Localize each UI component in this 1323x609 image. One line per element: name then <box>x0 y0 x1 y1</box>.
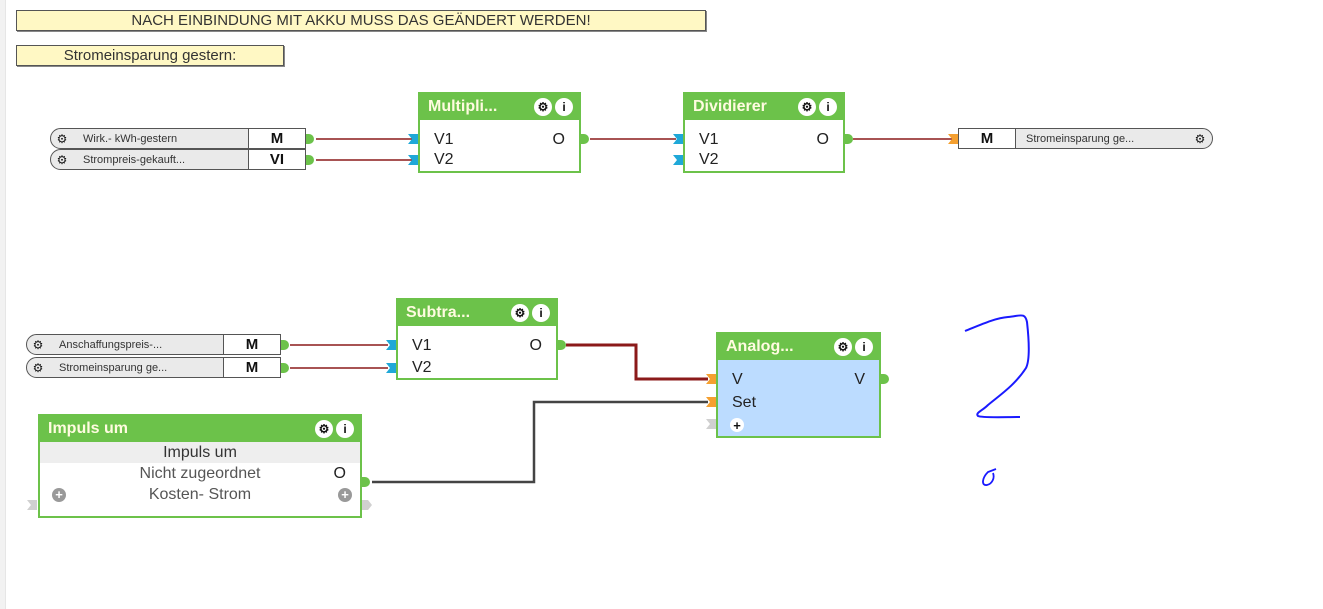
port-arrow <box>408 155 418 165</box>
gear-icon[interactable]: ⚙ <box>1194 131 1206 146</box>
output-port[interactable] <box>881 374 889 384</box>
wire-impulse-analog <box>372 400 708 484</box>
info-icon[interactable]: i <box>555 98 573 116</box>
gear-icon[interactable]: ⚙ <box>834 338 852 356</box>
analog-block[interactable]: Analog... ⚙i V Set V + <box>716 332 881 438</box>
block-title: Analog... <box>726 338 794 355</box>
impulse-row: + Kosten- Strom + <box>40 485 360 505</box>
block-header[interactable]: Dividierer ⚙i <box>685 94 843 120</box>
port-arrow <box>362 500 372 510</box>
caption-note[interactable]: Stromeinsparung gestern: <box>16 45 284 66</box>
block-title: Impuls um <box>48 420 129 437</box>
reference-label: Stromeinsparung ge... <box>1026 132 1135 145</box>
gear-icon[interactable]: ⚙ <box>56 131 68 146</box>
input-label: V1 <box>434 131 454 148</box>
divider-block[interactable]: Dividierer ⚙i V1 V2 O <box>683 92 845 173</box>
add-input-icon[interactable]: + <box>730 418 744 433</box>
output-port[interactable] <box>845 134 853 144</box>
port-arrow <box>27 500 37 510</box>
reference-label: Strompreis-gekauft... <box>83 153 186 166</box>
output-port[interactable] <box>306 155 314 165</box>
output-label: O <box>816 131 829 148</box>
gear-icon[interactable]: ⚙ <box>511 304 529 322</box>
output-label: O <box>333 465 346 482</box>
gear-icon[interactable]: ⚙ <box>32 360 44 375</box>
input-label: V2 <box>412 359 432 376</box>
info-icon[interactable]: i <box>819 98 837 116</box>
reference-strompreis[interactable]: ⚙ Strompreis-gekauft... VI <box>50 149 306 170</box>
block-title: Multipli... <box>428 98 498 115</box>
reference-tag: VI <box>248 150 305 169</box>
output-port[interactable] <box>558 340 566 350</box>
ink-scribble-2 <box>964 314 1030 419</box>
port-arrow <box>706 397 716 407</box>
unassigned-label: Nicht zugeordnet <box>139 465 261 482</box>
gear-icon[interactable]: ⚙ <box>534 98 552 116</box>
output-label: O <box>529 337 542 354</box>
input-label: V2 <box>434 151 454 168</box>
port-arrow <box>673 134 683 144</box>
impulse-row: Nicht zugeordnet O <box>40 463 360 485</box>
add-input-icon[interactable]: + <box>52 487 66 502</box>
reference-wirk-kwh[interactable]: ⚙ Wirk.- kWh-gestern M <box>50 128 306 149</box>
reference-label: Stromeinsparung ge... <box>59 361 168 374</box>
block-header[interactable]: Multipli... ⚙i <box>420 94 579 120</box>
output-port[interactable] <box>281 363 289 373</box>
reference-label: Wirk.- kWh-gestern <box>83 132 178 145</box>
port-arrow <box>408 134 418 144</box>
port-arrow <box>706 374 716 384</box>
multiplier-block[interactable]: Multipli... ⚙i V1 V2 O <box>418 92 581 173</box>
reference-anschaffungspreis[interactable]: ⚙ Anschaffungspreis-... M <box>26 334 281 355</box>
block-title: Subtra... <box>406 304 471 321</box>
input-label: V1 <box>412 337 432 354</box>
port-arrow <box>386 340 396 350</box>
port-arrow <box>673 155 683 165</box>
output-port[interactable] <box>362 477 370 487</box>
reference-tag: M <box>959 129 1016 148</box>
impulse-subtitle: Impuls um <box>40 442 360 463</box>
output-port[interactable] <box>281 340 289 350</box>
input-label: Set <box>732 394 757 411</box>
gear-icon[interactable]: ⚙ <box>798 98 816 116</box>
info-icon[interactable]: i <box>336 420 354 438</box>
port-arrow <box>706 419 716 429</box>
port-arrow <box>948 134 958 144</box>
reference-stromeinsparung-in[interactable]: ⚙ Stromeinsparung ge... M <box>26 357 281 378</box>
cost-label: Kosten- Strom <box>148 486 252 503</box>
block-header[interactable]: Analog... ⚙i <box>718 334 879 360</box>
output-label: O <box>552 131 565 148</box>
block-header[interactable]: Subtra... ⚙i <box>398 300 556 326</box>
gear-icon[interactable]: ⚙ <box>56 152 68 167</box>
output-label: V <box>854 371 865 388</box>
reference-tag: M <box>223 335 280 354</box>
output-port[interactable] <box>306 134 314 144</box>
left-scrollbar-edge <box>0 0 6 609</box>
reference-tag: M <box>223 358 280 377</box>
input-label: V <box>732 371 743 388</box>
input-label: V2 <box>699 151 719 168</box>
info-icon[interactable]: i <box>532 304 550 322</box>
reference-stromeinsparung-out[interactable]: M Stromeinsparung ge... ⚙ <box>958 128 1213 149</box>
gear-icon[interactable]: ⚙ <box>315 420 333 438</box>
info-icon[interactable]: i <box>855 338 873 356</box>
add-output-icon[interactable]: + <box>338 487 352 502</box>
subtractor-block[interactable]: Subtra... ⚙i V1 V2 O <box>396 298 558 380</box>
output-port[interactable] <box>581 134 589 144</box>
impulse-block[interactable]: Impuls um ⚙i Impuls um Nicht zugeordnet … <box>38 414 362 518</box>
warning-note[interactable]: NACH EINBINDUNG MIT AKKU MUSS DAS GEÄNDE… <box>16 10 706 31</box>
reference-label: Anschaffungspreis-... <box>59 338 163 351</box>
gear-icon[interactable]: ⚙ <box>32 337 44 352</box>
block-header[interactable]: Impuls um ⚙i <box>40 416 360 442</box>
port-arrow <box>386 363 396 373</box>
reference-tag: M <box>248 129 305 148</box>
input-label: V1 <box>699 131 719 148</box>
block-title: Dividierer <box>693 98 767 115</box>
wire-sub-analog <box>566 343 708 381</box>
ink-scribble-small <box>982 468 997 486</box>
